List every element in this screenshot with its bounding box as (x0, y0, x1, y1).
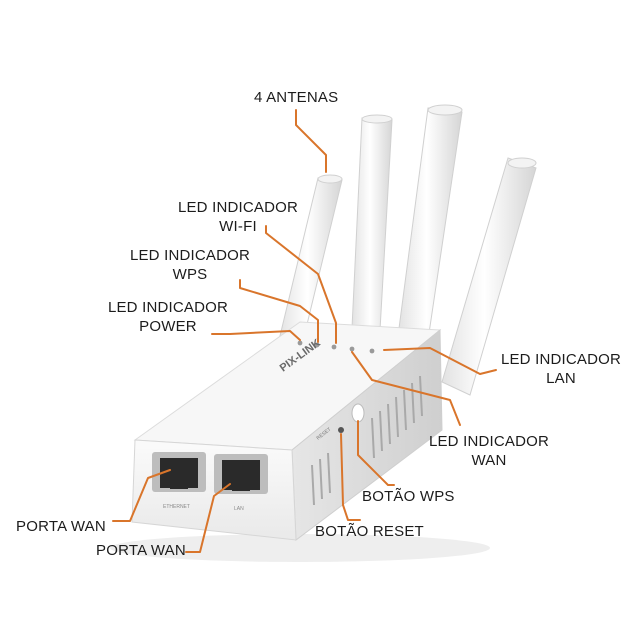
label-led-lan: LED INDICADOR LAN (492, 350, 630, 388)
label-btn-reset-text: BOTÃO RESET (315, 523, 424, 540)
label-led-wifi: LED INDICADOR WI-FI (168, 198, 308, 236)
leader-led-wps (239, 279, 319, 343)
label-led-wan-line2: WAN (471, 452, 507, 469)
label-btn-reset: BOTÃO RESET (315, 522, 424, 541)
led-wps-dot (314, 342, 320, 348)
leader-lines (112, 109, 497, 553)
label-btn-wps: BOTÃO WPS (362, 487, 455, 506)
label-led-power: LED INDICADOR POWER (98, 298, 238, 336)
antenna-3 (397, 107, 463, 341)
label-led-lan-line2: LAN (546, 370, 576, 387)
label-port-wan-1: PORTA WAN (16, 517, 106, 536)
antennas (278, 104, 537, 396)
label-antennas: 4 ANTENAS (254, 88, 338, 107)
label-led-wan: LED INDICADOR WAN (420, 432, 558, 470)
port-left-text: ETHERNET (163, 504, 190, 510)
leader-led-power (211, 330, 301, 341)
label-led-power-line2: POWER (139, 318, 197, 335)
led-wifi-dot (331, 344, 337, 350)
leader-led-wan (351, 351, 461, 426)
led-lan-dot (369, 348, 375, 354)
led-power-dot (297, 340, 303, 346)
leader-led-lan (383, 347, 497, 375)
leader-btn-reset (340, 433, 361, 521)
label-btn-wps-text: BOTÃO WPS (362, 488, 455, 505)
leader-port-wan-2 (185, 483, 231, 553)
floor-shadow (110, 534, 490, 562)
port-left (152, 452, 206, 492)
leader-btn-wps (357, 420, 395, 486)
leader-port-wan-1 (112, 469, 171, 522)
label-led-power-line1: LED INDICADOR (107, 299, 229, 316)
label-led-lan-line1: LED INDICADOR (500, 351, 622, 368)
antenna-2 (351, 117, 393, 331)
led-wan-dot (349, 346, 355, 352)
label-port-wan-1-text: PORTA WAN (16, 518, 106, 535)
label-led-wifi-line2: WI-FI (219, 218, 257, 235)
label-led-wifi-line1: LED INDICADOR (177, 199, 299, 216)
label-port-wan-2-text: PORTA WAN (96, 542, 186, 559)
reset-hole (338, 427, 344, 433)
label-led-wps-line1: LED INDICADOR (129, 247, 251, 264)
label-led-wps: LED INDICADOR WPS (120, 246, 260, 284)
label-led-wps-line2: WPS (172, 266, 208, 283)
router-body: PIX-LINK RESET ETHERNET LAN (131, 321, 443, 541)
leader-antennas (295, 109, 327, 173)
leader-led-wifi (265, 225, 337, 344)
port-right (214, 454, 268, 494)
label-port-wan-2: PORTA WAN (96, 541, 186, 560)
label-led-wan-line1: LED INDICADOR (428, 433, 550, 450)
port-right-text: LAN (234, 506, 244, 512)
label-antennas-text: 4 ANTENAS (254, 89, 339, 106)
wps-button-shape (351, 403, 365, 423)
